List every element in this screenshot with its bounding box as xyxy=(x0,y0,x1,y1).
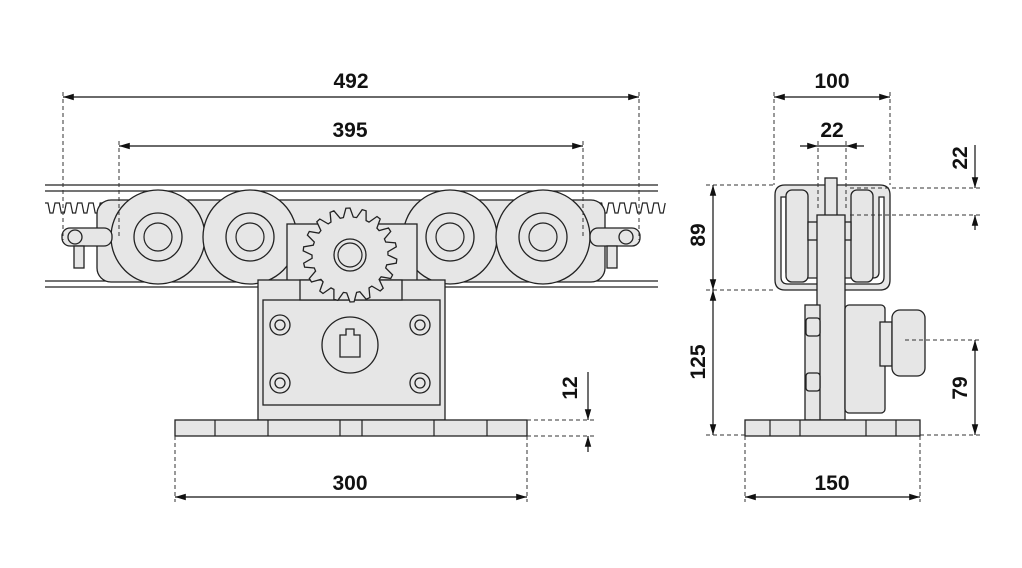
gearbox-bolts xyxy=(269,314,431,394)
end-bolt-left xyxy=(61,227,113,269)
side-view: 100 22 22 89 125 79 150 xyxy=(687,70,982,502)
dimension-lines-side xyxy=(706,92,982,502)
roller-1 xyxy=(133,212,183,262)
dim-22-depth: 22 xyxy=(949,146,972,169)
roller-4 xyxy=(518,212,568,262)
dim-79: 79 xyxy=(949,376,972,399)
motor-body xyxy=(844,304,886,414)
roller-3 xyxy=(425,212,475,262)
roller-2 xyxy=(235,222,265,252)
dim-395: 395 xyxy=(332,119,367,142)
dim-22-width: 22 xyxy=(820,119,843,142)
dim-125: 125 xyxy=(687,344,710,379)
dimension-lines-front xyxy=(62,92,640,502)
roller-1 xyxy=(143,222,173,252)
dim-89: 89 xyxy=(687,223,710,246)
center-stud xyxy=(824,177,838,219)
dim-300: 300 xyxy=(332,472,367,495)
motor-knob xyxy=(891,309,926,377)
dim-12: 12 xyxy=(559,376,582,399)
roller-4 xyxy=(528,222,558,252)
dim-150: 150 xyxy=(814,472,849,495)
pinion-hub xyxy=(333,238,367,272)
dim-492: 492 xyxy=(333,70,368,93)
roller-right xyxy=(850,189,874,283)
roller-left xyxy=(785,189,809,283)
roller-2 xyxy=(225,212,275,262)
dim-100: 100 xyxy=(814,70,849,93)
motor-collar xyxy=(879,321,893,367)
side-base-plate xyxy=(744,419,921,437)
vertical-plate xyxy=(816,214,846,421)
shaft-key xyxy=(339,328,361,358)
roller-3 xyxy=(435,222,465,252)
front-view: 492 395 300 12 xyxy=(45,70,666,502)
rollers xyxy=(110,189,591,285)
end-bolt-right xyxy=(589,227,641,269)
base-plate xyxy=(174,419,528,437)
